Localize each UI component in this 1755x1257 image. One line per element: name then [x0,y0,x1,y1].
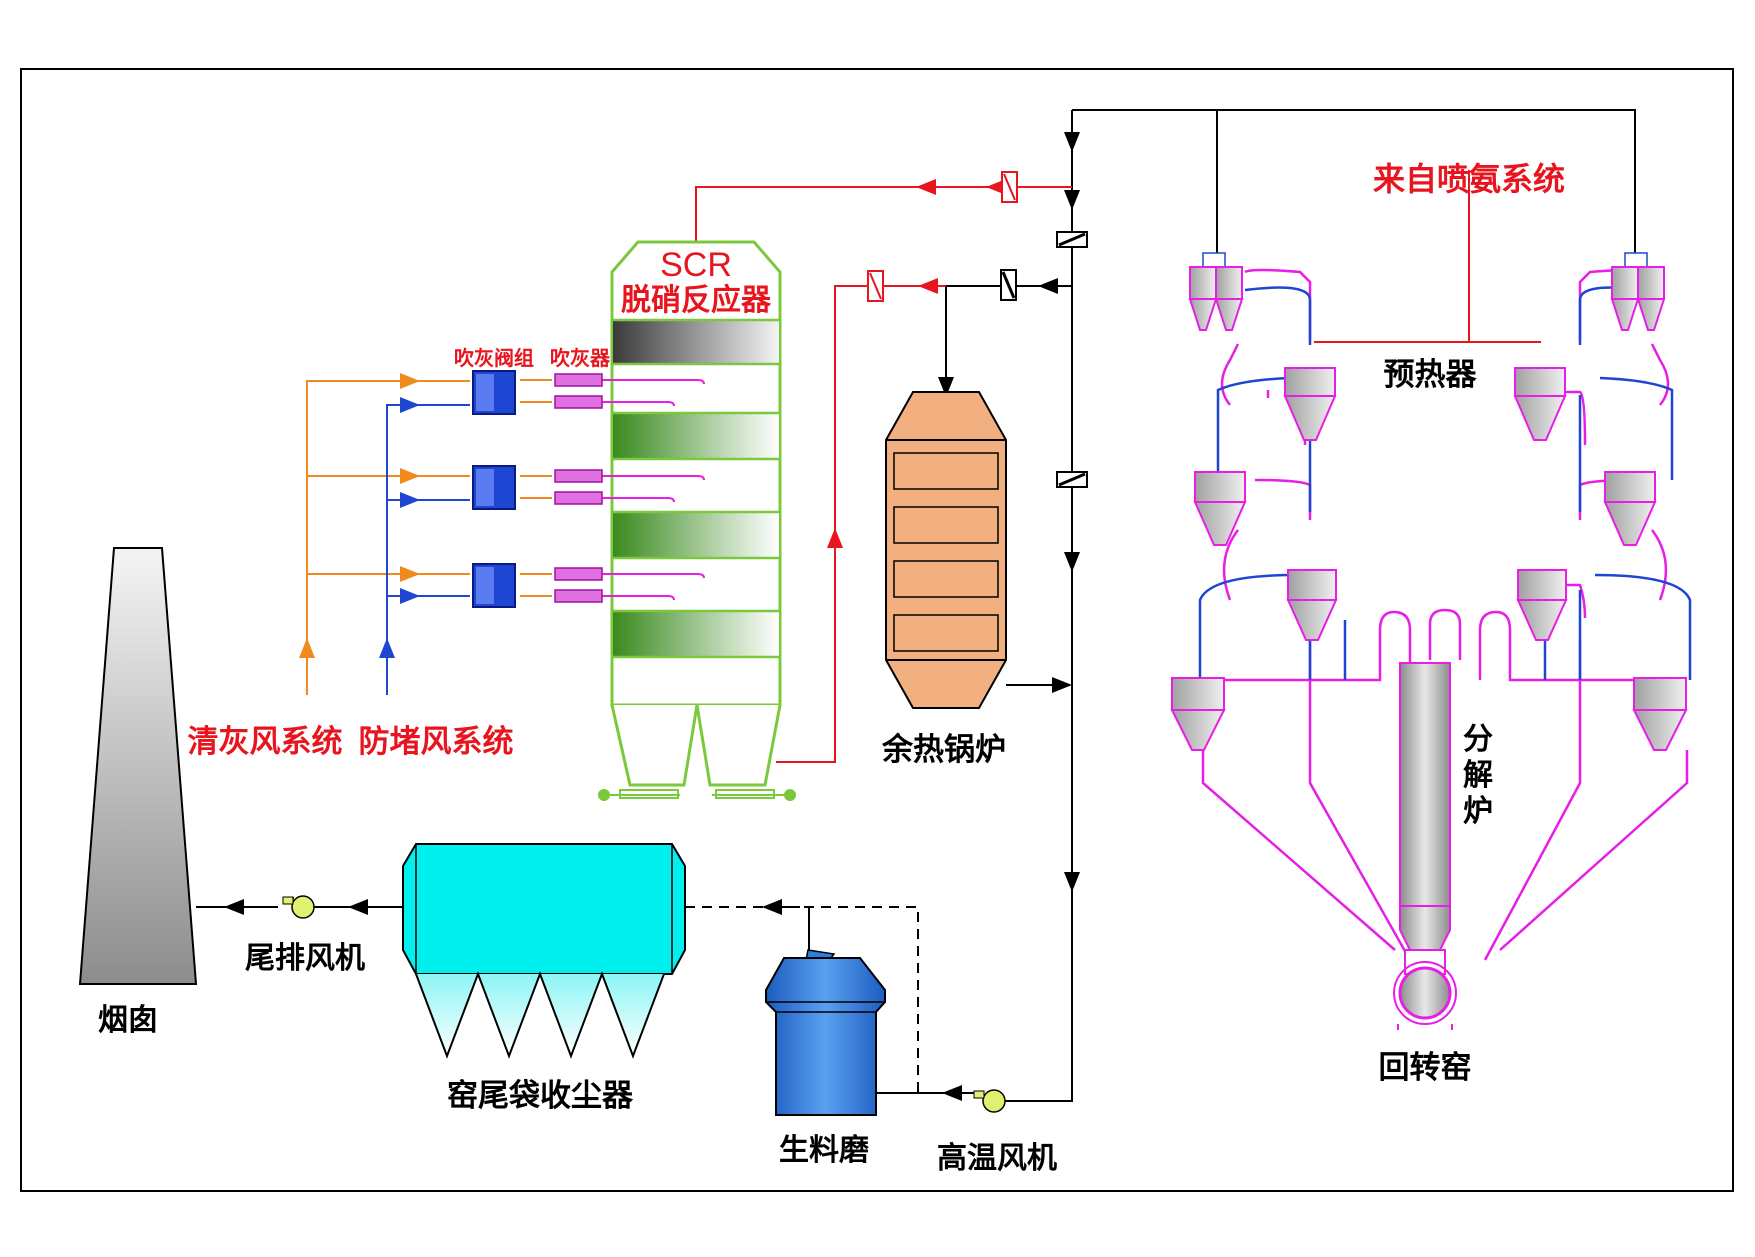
catalyst-layer [613,611,779,657]
raw-mill [765,949,886,1116]
high-temp-fan [973,1089,1006,1113]
scr-reactor: SCR 脱硝反应器 [598,240,796,801]
anti-blocking-air-label: 防堵风系统 [359,724,514,760]
flue-gas-lines [196,109,1636,1102]
ash-cleaning-air-lines [299,373,552,695]
cyclone [1516,569,1568,641]
preheater-blue-ducts [1198,286,1692,680]
sootblower-lances [602,379,705,601]
preheater-label: 预热器 [1384,357,1478,393]
sootblower-label: 吹灰器 [550,346,611,370]
chimney-label: 烟囱 [98,1003,158,1038]
sootblower [554,373,603,603]
calciner-label: 分解炉 [1463,722,1493,829]
calciner [1399,662,1451,951]
ash-cleaning-air-label: 清灰风系统 [188,724,343,760]
valve-group [472,370,516,415]
drawing-frame [20,68,1734,1192]
tail-exhaust-fan-label: 尾排风机 [245,941,365,976]
catalyst-layer [613,512,779,558]
tail-exhaust-fan [282,895,315,919]
high-temp-fan-label: 高温风机 [937,1141,1057,1176]
cyclone [1286,569,1338,641]
valve-group [472,563,516,608]
rotary-kiln [1393,949,1457,1030]
damper-valve [1056,231,1088,248]
cyclone [1170,677,1226,751]
cyclone [1283,367,1337,441]
waste-heat-boiler-label: 余热锅炉 [881,732,1006,768]
damper-valve [1000,269,1017,301]
catalyst-layer [613,413,779,459]
cyclone-top-left [1188,252,1244,331]
valve-group [472,465,516,510]
cyclone [1603,471,1657,546]
scr-gas-lines [695,170,1541,763]
catalyst-layer-gray [613,320,779,364]
cyclone [1632,677,1688,751]
regulating-valve [1001,171,1018,203]
rotary-kiln-label: 回转窑 [1379,1050,1472,1086]
ammonia-source-label: 来自喷氨系统 [1373,160,1565,198]
chimney [78,547,198,985]
bag-filter-label: 窑尾袋收尘器 [447,1078,634,1114]
screw-conveyor [598,789,796,801]
regulating-valve [867,270,884,302]
anti-blocking-air-lines [379,397,470,695]
scr-subtitle: 脱硝反应器 [621,283,772,318]
damper-valve [1056,471,1088,488]
scr-title: SCR [660,246,732,284]
valve-group-label: 吹灰阀组 [454,346,534,370]
raw-mill-label: 生料磨 [779,1133,869,1168]
waste-heat-boiler [885,391,1007,709]
cyclone [1513,367,1567,441]
cyclone [1193,471,1247,546]
cyclone-top-right [1610,252,1666,331]
bag-filter [402,843,686,1059]
